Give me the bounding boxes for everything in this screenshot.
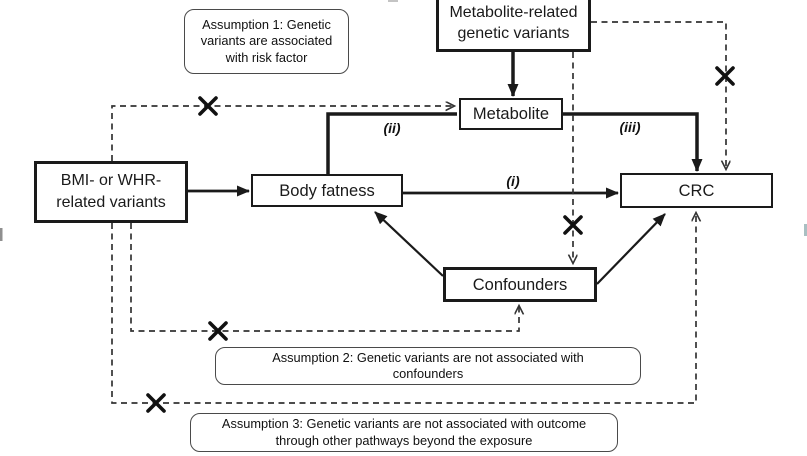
node-label: CRC bbox=[678, 181, 715, 200]
assumption2-callout: Assumption 2: Genetic variants are not a… bbox=[215, 347, 641, 385]
arrow-confounders-to-body-fatness bbox=[374, 211, 444, 277]
assumption-text: confounders bbox=[392, 366, 464, 381]
arrow-confounders-to-crc bbox=[596, 213, 666, 285]
cross-icon bbox=[146, 393, 166, 413]
cross-icon bbox=[715, 66, 735, 86]
assumption-text: with risk factor bbox=[225, 49, 308, 65]
assumption-text: Assumption 3: Genetic variants are not a… bbox=[221, 416, 587, 431]
assumption3-callout: Assumption 3: Genetic variants are not a… bbox=[190, 413, 618, 452]
right-edge-artifact bbox=[804, 224, 807, 236]
node-label: genetic variants bbox=[457, 25, 570, 42]
node-metabolite-variants: Metabolite-related genetic variants bbox=[436, 0, 591, 52]
top-edge-artifact bbox=[388, 0, 398, 2]
node-confounders: Confounders bbox=[443, 267, 597, 302]
node-label: Confounders bbox=[472, 275, 568, 294]
node-crc: CRC bbox=[620, 173, 773, 208]
assumption-text: through other pathways beyond the exposu… bbox=[275, 432, 533, 448]
node-label: Metabolite bbox=[472, 105, 550, 123]
cross-marks bbox=[146, 66, 735, 413]
dashed-metabolite-variants-to-crc bbox=[591, 21, 726, 169]
path-label-i: (i) bbox=[506, 173, 520, 189]
cross-icon bbox=[208, 321, 228, 341]
assumption-text: Assumption 1: Genetic bbox=[202, 16, 331, 32]
cross-icon bbox=[198, 96, 218, 116]
assumption-text: Assumption 2: Genetic variants are not a… bbox=[272, 349, 584, 365]
assumption1-callout: Assumption 1: Genetic variants are assoc… bbox=[184, 9, 349, 74]
left-edge-artifact bbox=[0, 228, 3, 241]
line-body-fatness-to-metabolite bbox=[326, 112, 457, 175]
dashed-bmi-variants-to-crc bbox=[111, 213, 696, 404]
node-label: BMI- or WHR- bbox=[60, 172, 162, 189]
node-label: Body fatness bbox=[279, 181, 375, 200]
cross-icon bbox=[563, 215, 583, 235]
node-metabolite: Metabolite bbox=[459, 98, 563, 130]
node-label: Metabolite-related bbox=[449, 4, 578, 21]
dashed-bmi-variants-to-metabolite bbox=[111, 106, 454, 161]
node-bmi-variants: BMI- or WHR- related variants bbox=[34, 161, 188, 223]
assumption-text: variants are associated bbox=[200, 33, 333, 49]
node-body-fatness: Body fatness bbox=[251, 174, 403, 207]
path-label-ii: (ii) bbox=[383, 120, 401, 136]
path-label-iii: (iii) bbox=[619, 119, 641, 135]
dashed-bmi-variants-to-confounders bbox=[130, 223, 519, 332]
node-label: related variants bbox=[56, 194, 166, 211]
arrow-metabolite-to-crc bbox=[563, 112, 703, 172]
